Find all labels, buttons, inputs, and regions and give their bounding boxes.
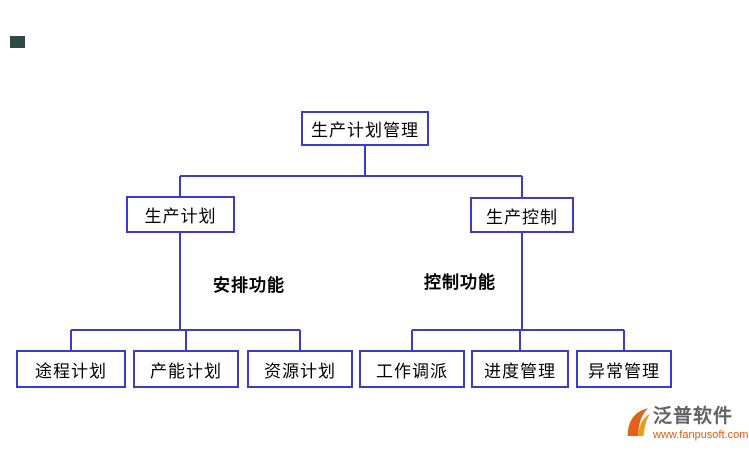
- node-production-plan-management: 生产计划管理: [301, 111, 429, 146]
- fanpu-logo-icon: [627, 408, 650, 436]
- corner-mark: [10, 36, 25, 48]
- node-resource-plan: 资源计划: [247, 350, 353, 388]
- node-capacity-plan: 产能计划: [133, 350, 239, 388]
- node-route-plan: 途程计划: [16, 350, 126, 388]
- brand-name: 泛普软件: [653, 406, 734, 427]
- brand-url: www.fanpusoft.com: [653, 428, 749, 441]
- node-progress-management: 进度管理: [471, 350, 569, 388]
- label-arrange-function: 安排功能: [213, 276, 285, 295]
- label-control-function: 控制功能: [424, 273, 496, 292]
- brand-watermark: 泛普软件 www.fanpusoft.com: [624, 407, 748, 441]
- node-exception-management: 异常管理: [576, 350, 672, 388]
- node-production-plan: 生产计划: [126, 196, 235, 233]
- node-production-control: 生产控制: [470, 197, 574, 233]
- node-work-dispatch: 工作调派: [359, 350, 465, 388]
